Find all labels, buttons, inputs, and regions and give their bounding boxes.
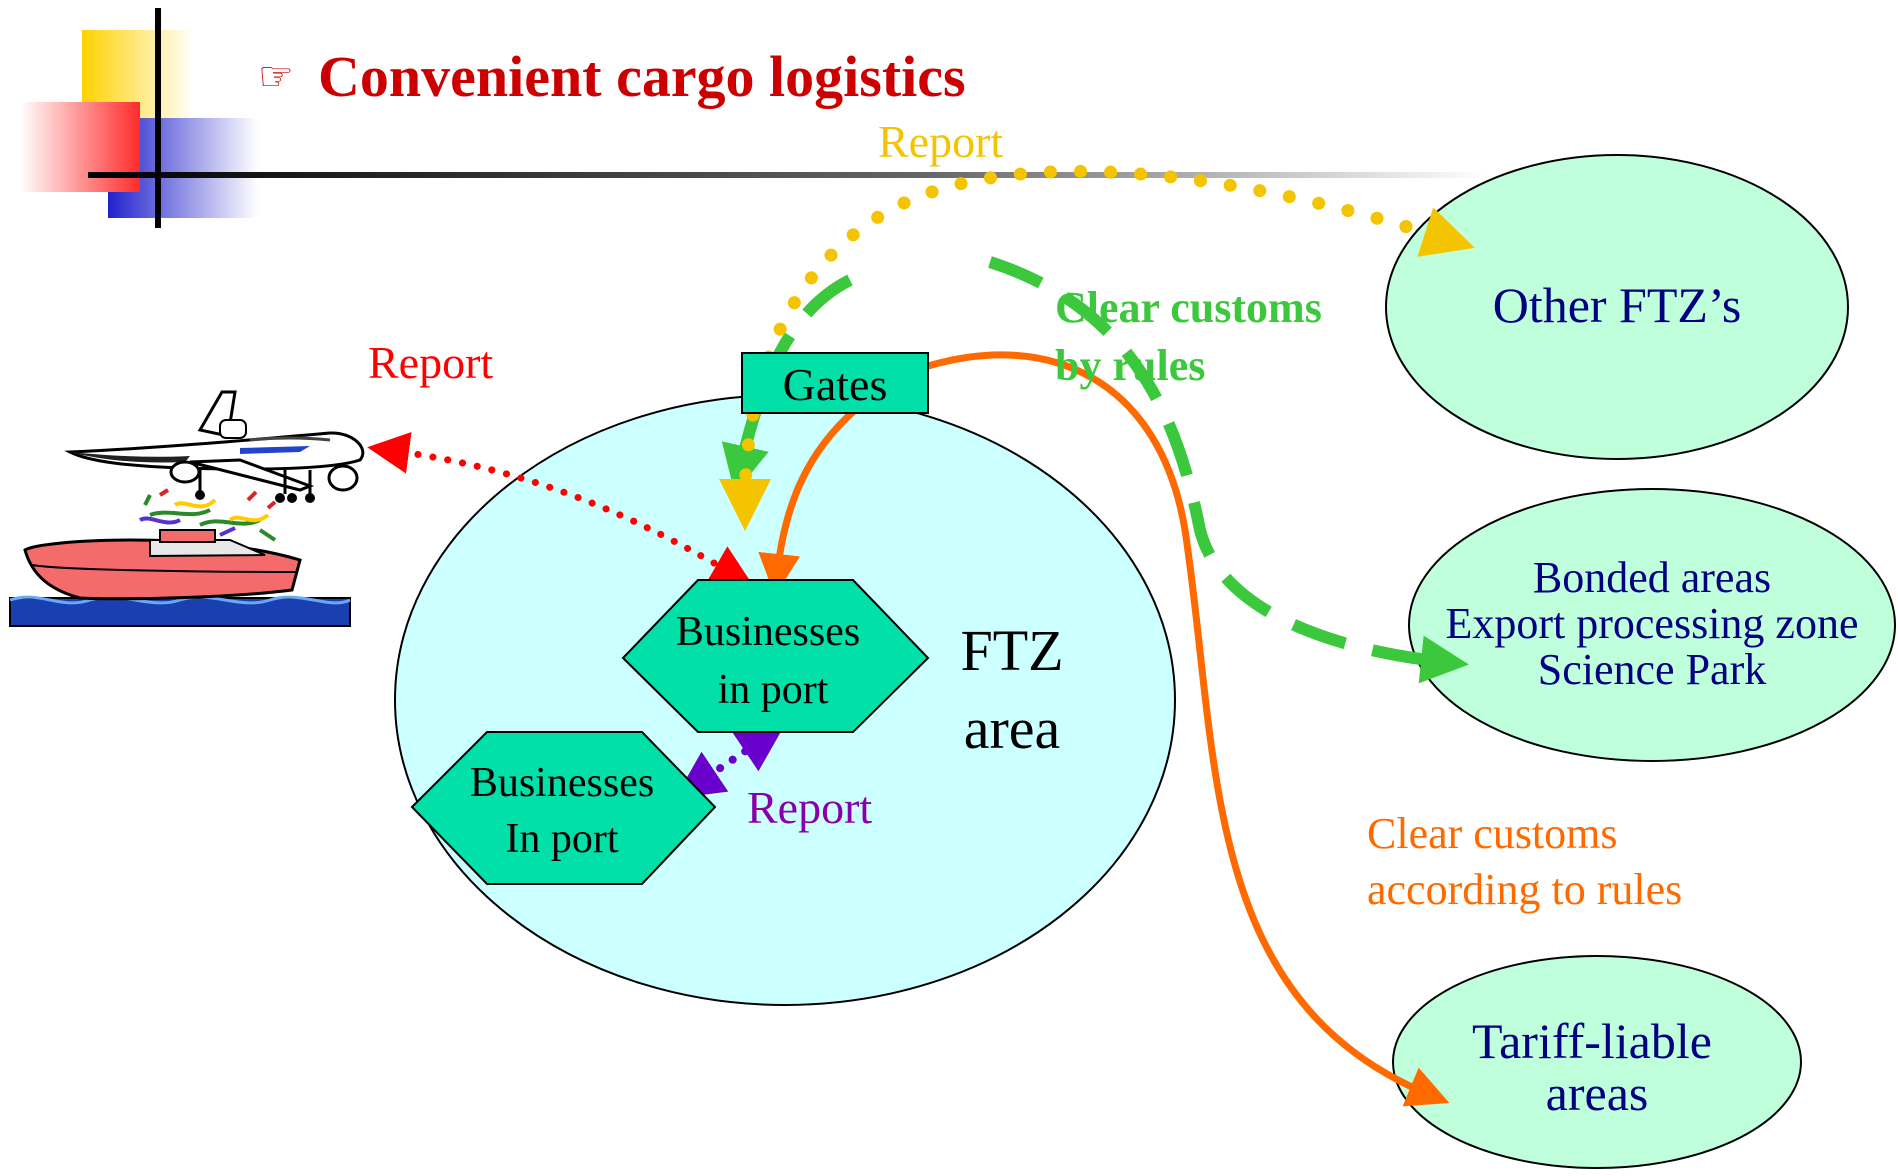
clear-customs-rules-line1: Clear customs xyxy=(1055,283,1322,332)
gates-to-business-arrow xyxy=(758,407,858,596)
other-ftz-label: Other FTZ’s xyxy=(1493,277,1742,333)
science-park-label: Science Park xyxy=(1538,645,1766,694)
businesses-in-port-2-line1: Businesses xyxy=(470,760,654,806)
header-decoration xyxy=(20,8,1488,228)
cruise-ship-icon xyxy=(9,488,351,627)
report-arrow-red xyxy=(367,431,754,586)
businesses-in-port-1-line2: in port xyxy=(718,667,829,713)
clear-customs-rules-line2: by rules xyxy=(1055,341,1205,390)
tariff-liable-label-line2: areas xyxy=(1546,1065,1649,1121)
tariff-liable-label-line1: Tariff-liable xyxy=(1472,1013,1712,1069)
ftz-area-label-line2: area xyxy=(964,696,1061,761)
businesses-in-port-hex-1: Businesses in port xyxy=(621,579,930,733)
svg-text:Convenient cargo logistics: Convenient cargo logistics xyxy=(318,44,966,109)
pointing-hand-icon: ☞ xyxy=(258,54,294,100)
bonded-areas-ellipse xyxy=(1408,488,1896,762)
businesses-in-port-2-line2: In port xyxy=(505,816,618,862)
report-label-inner: Report xyxy=(747,782,872,833)
businesses-in-port-hex-2: Businesses In port xyxy=(410,731,717,885)
page-title: ☞ Convenient cargo logistics xyxy=(258,44,966,109)
report-label-top: Report xyxy=(878,116,1003,167)
gates-to-tariff-arrow xyxy=(927,351,1450,1107)
report-arrow-purple xyxy=(675,724,785,799)
clear-customs-according-line1: Clear customs xyxy=(1367,809,1618,858)
export-processing-zone-label: Export processing zone xyxy=(1446,599,1859,648)
clear-customs-according-line2: according to rules xyxy=(1367,865,1682,914)
bonded-areas-label: Bonded areas xyxy=(1533,553,1771,602)
airplane-icon xyxy=(64,390,365,503)
gates-label: Gates xyxy=(783,359,888,410)
report-label-left: Report xyxy=(368,337,493,388)
businesses-in-port-1-line1: Businesses xyxy=(676,609,860,655)
gates-box: Gates xyxy=(741,352,929,414)
tariff-liable-ellipse xyxy=(1392,955,1802,1169)
ftz-area-label-line1: FTZ xyxy=(960,618,1063,683)
